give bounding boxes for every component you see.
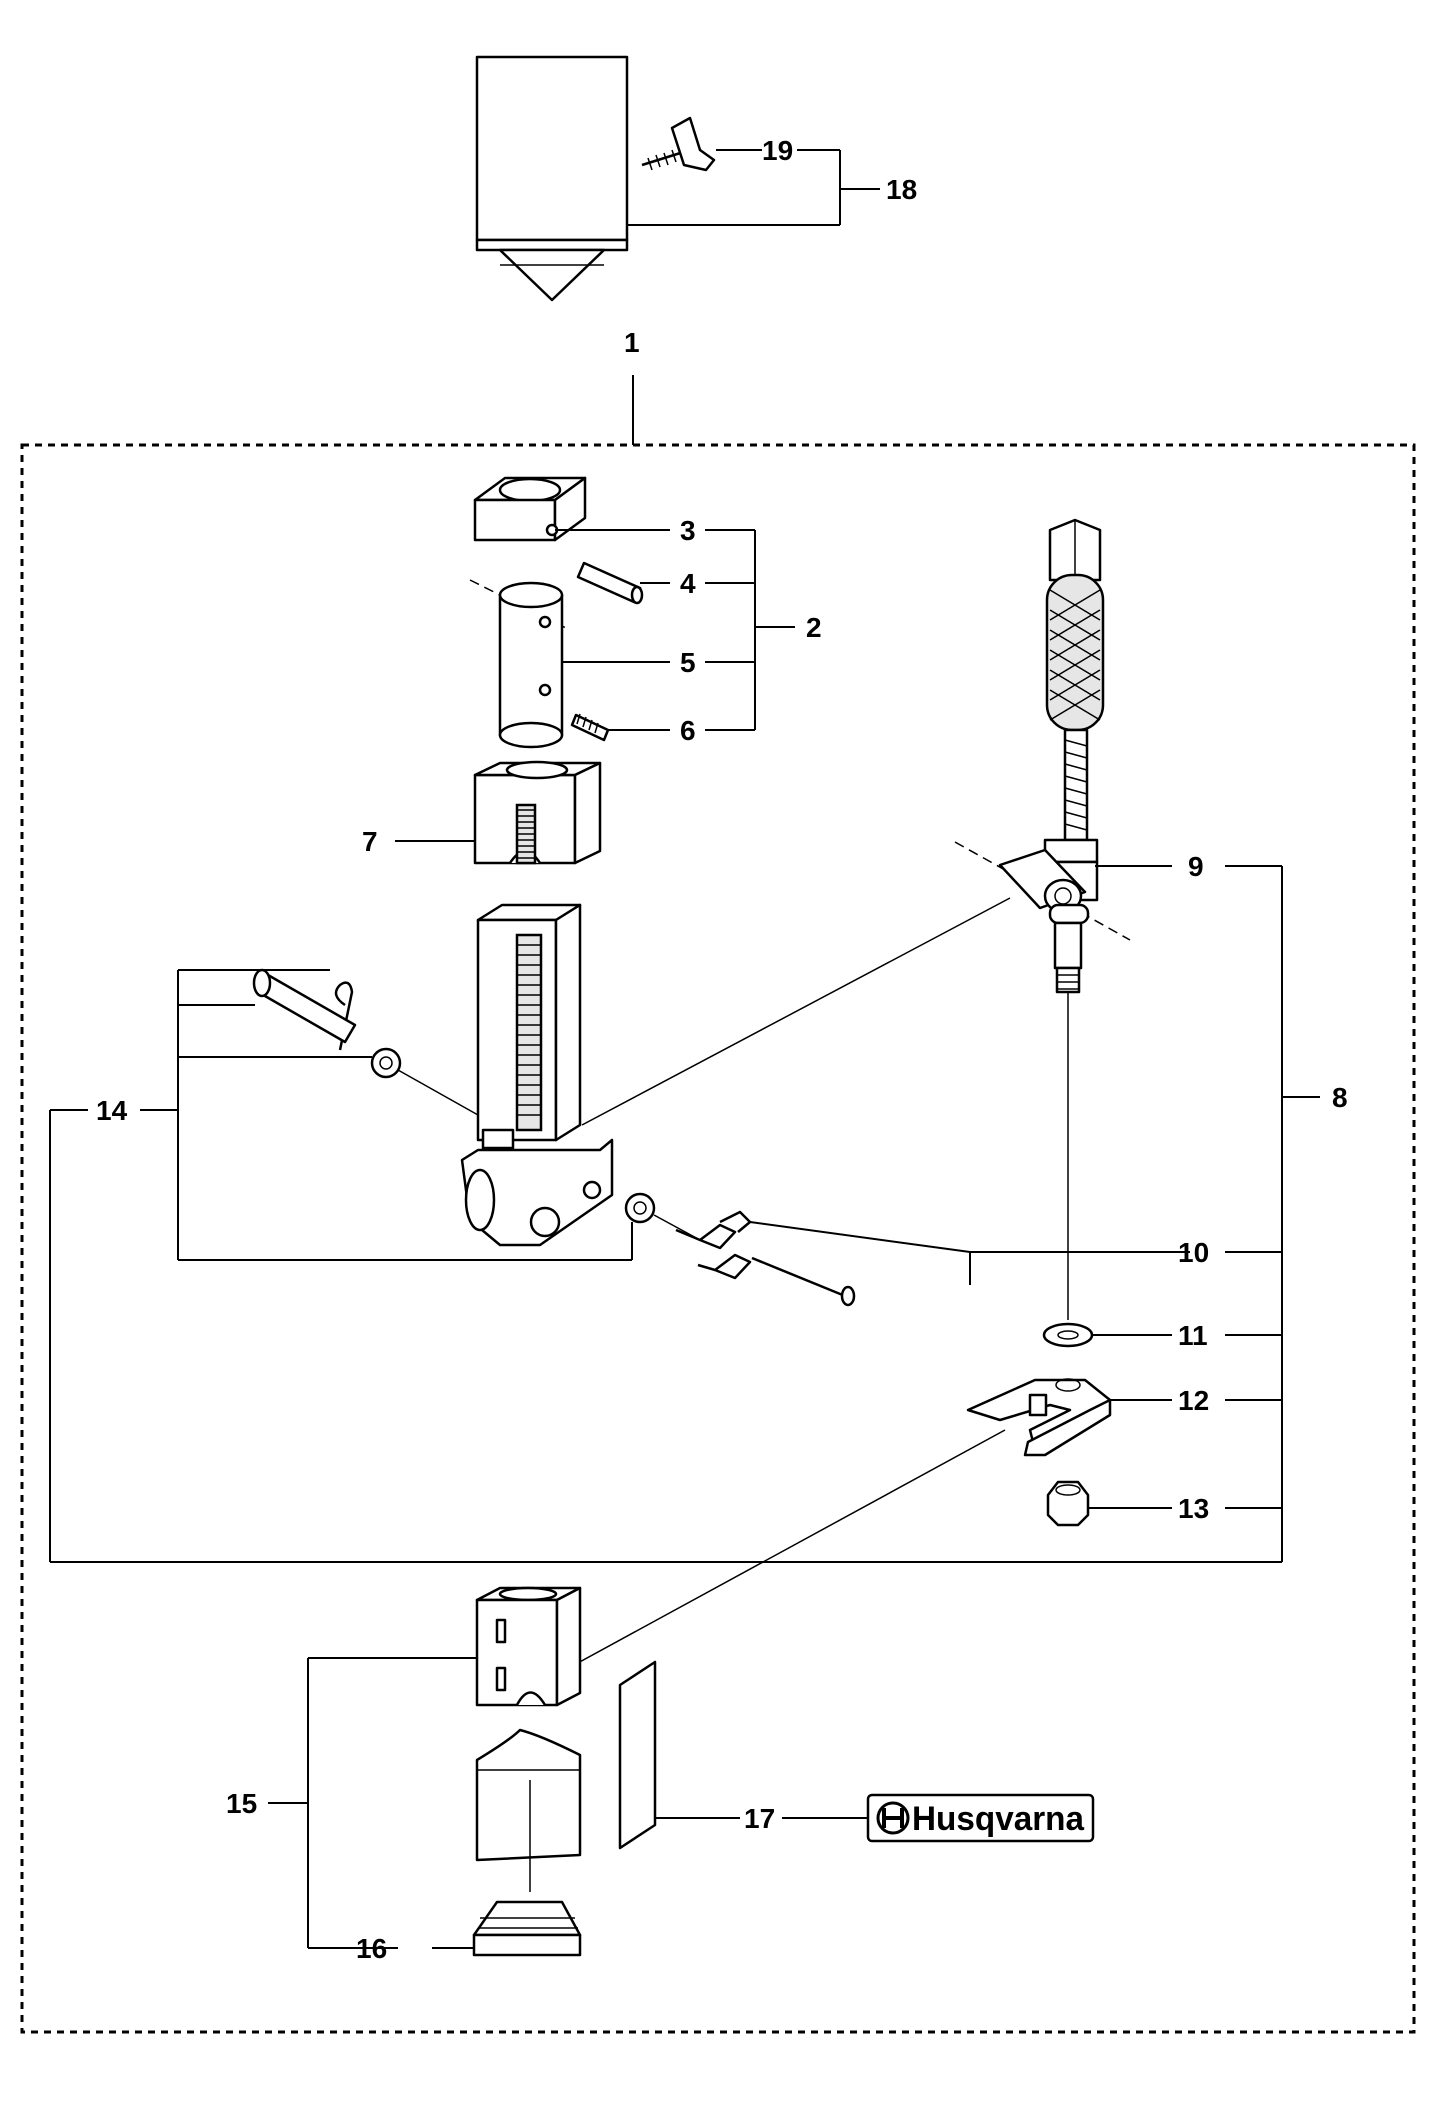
part-18-case: [475, 55, 629, 302]
callout-4: 4: [680, 568, 696, 599]
part-6-set-screw: [570, 713, 610, 742]
callout-15: 15: [226, 1788, 257, 1819]
part-16-end-cap: [472, 1900, 582, 1957]
husqvarna-logo: Husqvarna: [866, 1793, 1095, 1843]
callout-1: 1: [624, 327, 640, 358]
part-15-sleeves: [475, 1586, 582, 1862]
part-5-tube: [469, 579, 571, 749]
part-10-clip-pin: [675, 1210, 856, 1307]
callout-2: 2: [806, 612, 822, 643]
husqvarna-crown-icon: [876, 1801, 910, 1835]
callout-11: 11: [1178, 1320, 1208, 1351]
callout-17: 17: [744, 1803, 775, 1834]
callout-13: 13: [1178, 1493, 1209, 1524]
callout-3: 3: [680, 515, 696, 546]
part-12-fork-clamp: [966, 1378, 1112, 1457]
part-3-collar: [473, 476, 587, 542]
part-14-pin-kit: [252, 968, 656, 1224]
callout-5: 5: [680, 647, 696, 678]
part-7-ratchet-sleeve: [473, 760, 602, 865]
callout-7: 7: [362, 826, 378, 857]
callout-10: 10: [1178, 1237, 1209, 1268]
part-9-spindle: [954, 518, 1131, 994]
part-13-nut: [1046, 1480, 1090, 1527]
callout-16: 16: [356, 1933, 387, 1964]
callout-12: 12: [1178, 1385, 1209, 1416]
assembly-boundary: [20, 443, 1416, 2034]
part-19-wing-screw: [641, 116, 716, 172]
callout-6: 6: [680, 715, 696, 746]
main-post: [460, 903, 614, 1247]
part-17-decal: [618, 1660, 657, 1850]
logo-brand-text: Husqvarna: [912, 1800, 1085, 1838]
callout-9: 9: [1188, 851, 1204, 882]
callout-18: 18: [886, 174, 917, 205]
part-11-washer: [1042, 1322, 1094, 1348]
callout-14: 14: [96, 1095, 128, 1126]
part-4-pin: [576, 561, 644, 605]
callout-8: 8: [1332, 1082, 1348, 1113]
callout-19: 19: [762, 135, 793, 166]
